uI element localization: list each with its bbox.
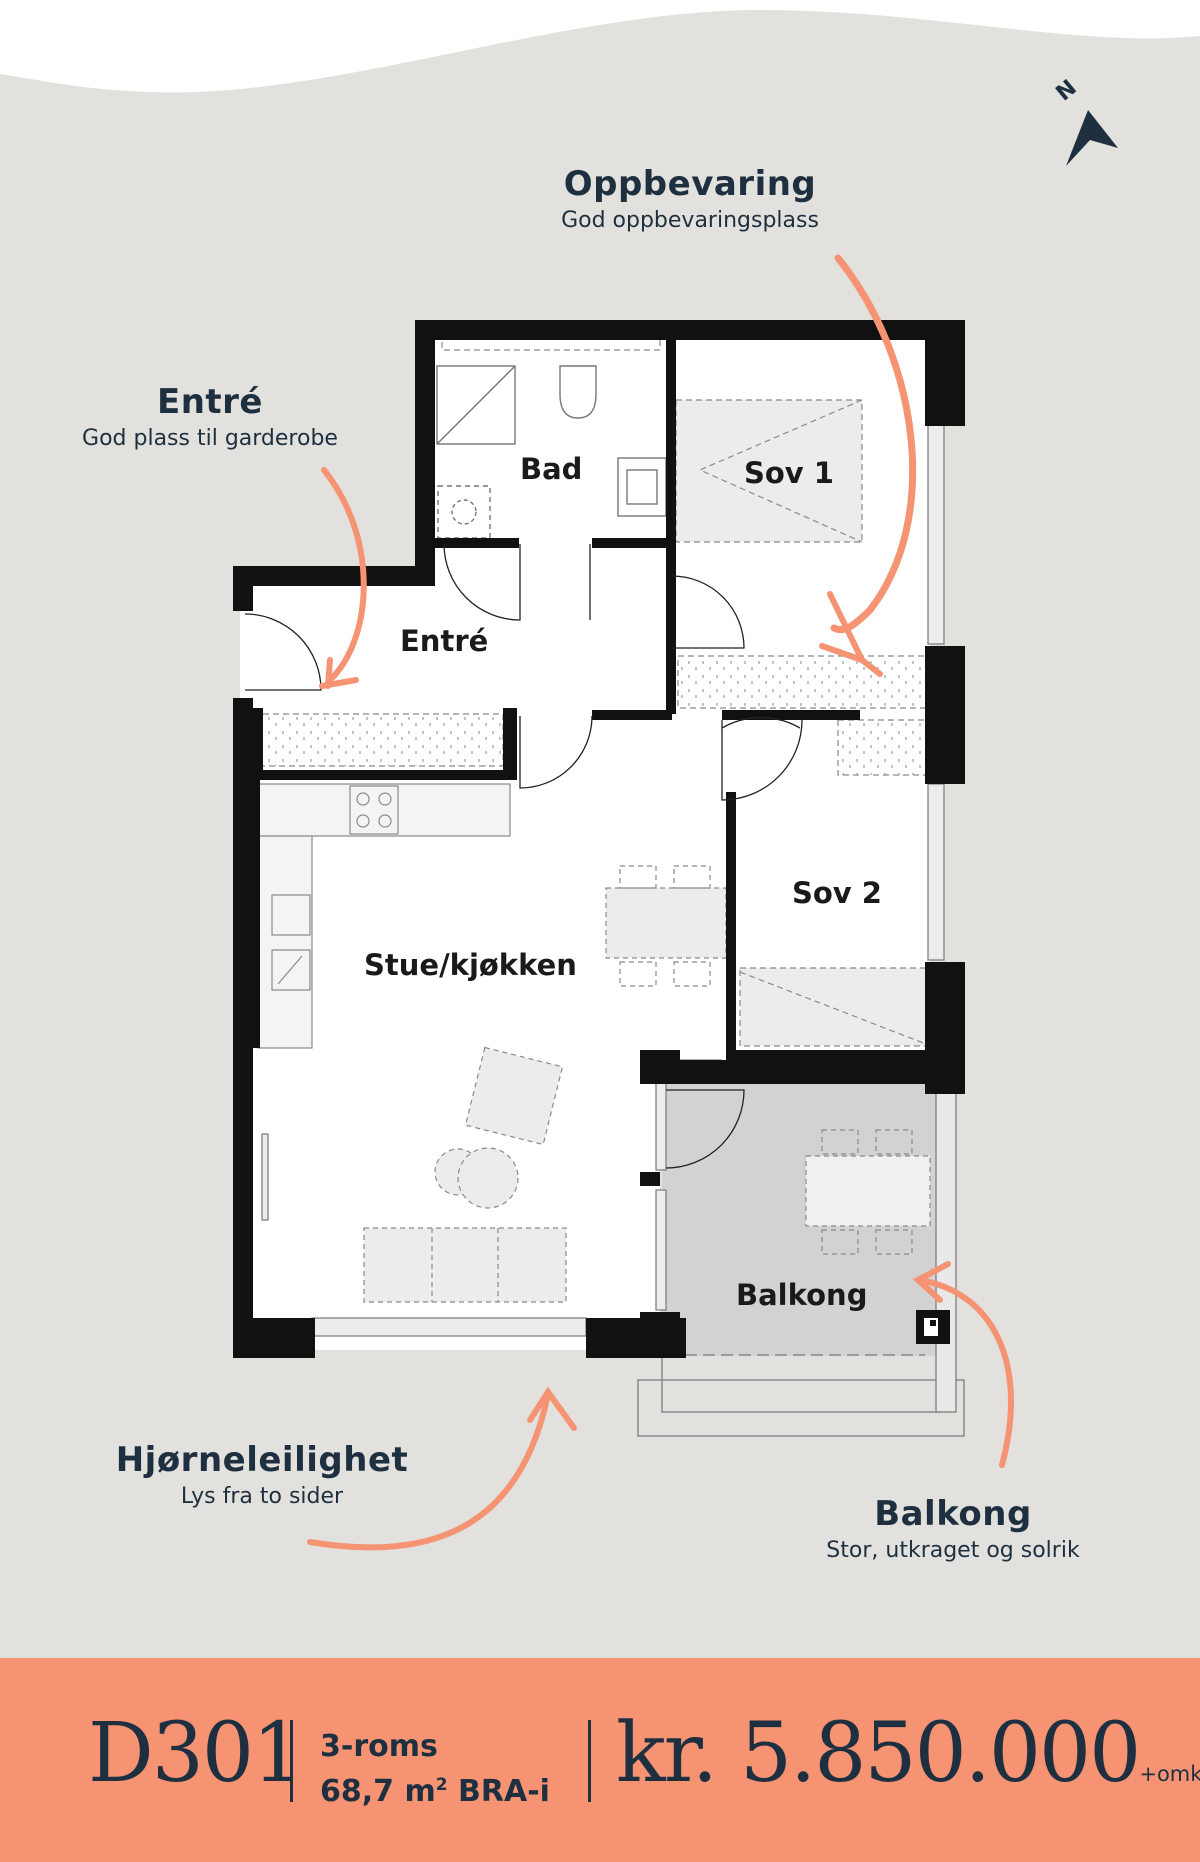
balcony-callout-title: Balkong — [874, 1494, 1032, 1534]
beds — [675, 399, 927, 1047]
corner-callout: Hjørneleilighet Lys fra to sider — [112, 1440, 412, 1509]
entrance-callout-title: Entré — [156, 382, 263, 422]
entrance-callout: Entré God plass til garderobe — [60, 382, 360, 451]
door-swings — [244, 543, 803, 1169]
room-label-bath: Bad — [520, 452, 583, 486]
room-label-entrance: Entré — [400, 624, 489, 658]
balcony-area — [637, 1075, 965, 1437]
callout-arrows — [307, 254, 1014, 1551]
balcony-callout-subtitle: Stor, utkraget og solrik — [826, 1538, 1080, 1563]
area-number: 68,7 m — [320, 1774, 436, 1809]
price-footer: D301 3-roms 68,7 m2 BRA-i kr. 5.850.000+… — [0, 1658, 1200, 1862]
area-exponent: 2 — [435, 1775, 448, 1795]
room-count: 3-roms — [320, 1729, 438, 1764]
unit-number: D301 — [88, 1706, 304, 1801]
storage-callout-subtitle: God oppbevaringsplass — [561, 208, 819, 233]
storage-callout-title: Oppbevaring — [563, 164, 817, 204]
duct-icon — [916, 1310, 950, 1344]
area-suffix: BRA-i — [447, 1774, 550, 1809]
price-suffix: +omk. — [1139, 1762, 1200, 1786]
walls — [233, 320, 965, 1358]
footer-divider — [290, 1720, 293, 1802]
windows — [261, 423, 945, 1337]
room-label-balcony: Balkong — [736, 1278, 868, 1312]
corner-arrow — [307, 1391, 551, 1551]
footer-divider — [588, 1720, 591, 1802]
room-label-bedroom2: Sov 2 — [792, 876, 882, 910]
top-wave — [0, 0, 1200, 93]
price-value: kr. 5.850.000 — [616, 1706, 1141, 1801]
corner-callout-title: Hjørneleilighet — [115, 1440, 409, 1480]
unit-price: kr. 5.850.000+omk. — [616, 1706, 1200, 1801]
balcony-callout: Balkong Stor, utkraget og solrik — [810, 1494, 1096, 1563]
room-label-bedroom1: Sov 1 — [744, 456, 834, 490]
north-label: N — [1052, 75, 1082, 106]
room-label-living-kitchen: Stue/kjøkken — [364, 948, 577, 982]
storage-zones — [252, 337, 927, 776]
unit-area: 68,7 m2 BRA-i — [320, 1766, 550, 1811]
balcony-arrow — [915, 1277, 1014, 1468]
kitchen-counter — [257, 783, 511, 1049]
lounge-furniture — [363, 1046, 567, 1303]
north-arrow-icon: N — [1052, 75, 1118, 166]
storage-callout: Oppbevaring God oppbevaringsplass — [520, 164, 860, 233]
dining-set — [605, 865, 727, 987]
unit-summary: 3-roms 68,7 m2 BRA-i — [320, 1728, 550, 1811]
entrance-arrow — [321, 467, 367, 683]
storage-arrow — [830, 254, 917, 634]
floor-plan-drawing: N — [0, 0, 1200, 1551]
balcony-furniture — [805, 1129, 931, 1255]
corner-callout-subtitle: Lys fra to sider — [180, 1484, 344, 1509]
entrance-callout-subtitle: God plass til garderobe — [82, 426, 338, 451]
